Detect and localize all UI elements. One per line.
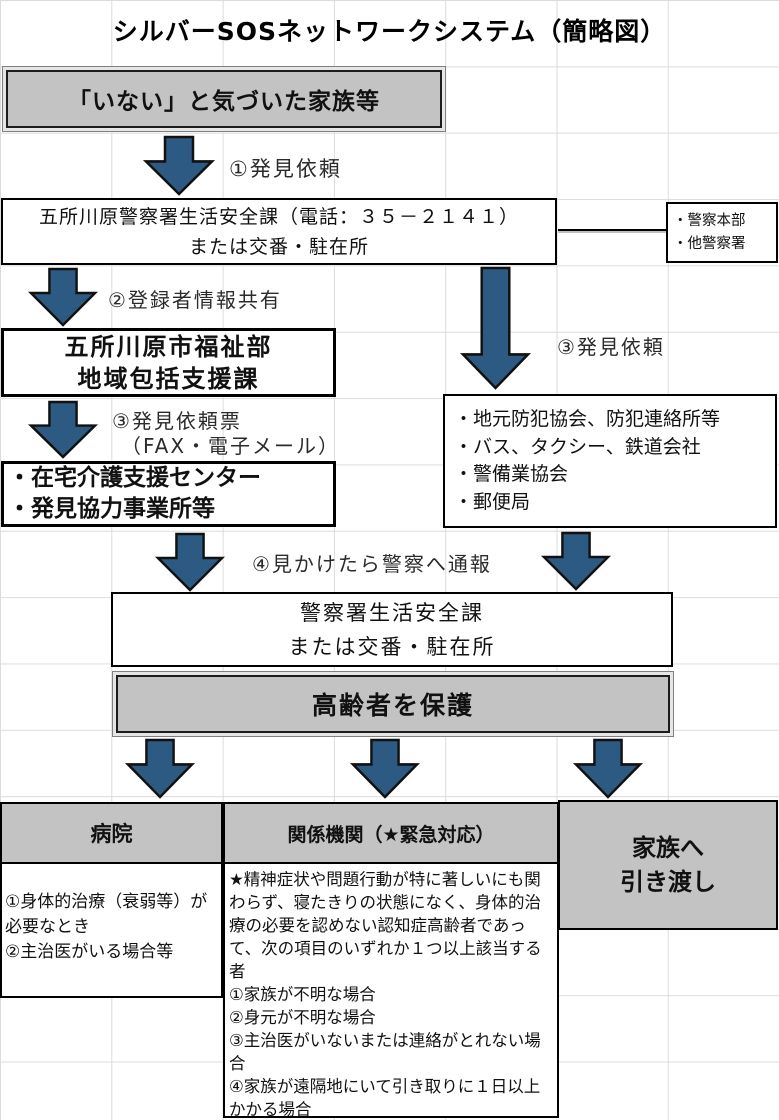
box-police-station: 五所川原警察署生活安全課（電話：３５－２１４１） または交番・駐在所 xyxy=(1,198,557,265)
box-hospital-body: ①身体的治療（衰弱等）が必要なとき ②主治医がいる場合等 xyxy=(2,864,221,965)
police-station2-line2: または交番・駐在所 xyxy=(288,634,496,659)
box-hospital-title: 病院 xyxy=(2,804,221,864)
cooperators-item: ・郵便局 xyxy=(454,490,531,513)
box-related-orgs-body: ★精神症状や問題行動が特に著しいにも関わらず、寝たきりの状態になく、身体的治療の… xyxy=(225,864,557,1120)
box-protect-elderly: 高齢者を保護 xyxy=(112,671,674,737)
down-arrow-icon xyxy=(27,400,99,459)
down-arrow-icon xyxy=(27,267,99,327)
label-step3-left-line2: （FAX・電子メール） xyxy=(121,434,341,458)
city-welfare-line2: 地域包括支援課 xyxy=(77,364,260,393)
hospital-item: ②主治医がいる場合等 xyxy=(5,942,174,962)
box-related-orgs-title: 関係機関（★緊急対応） xyxy=(225,804,557,864)
family-handover-line1: 家族へ xyxy=(632,834,704,862)
city-welfare-line1: 五所川原市福祉部 xyxy=(64,332,273,361)
police-related-item: ・警察本部 xyxy=(673,212,746,229)
box-family-noticed-label: 「いない」と気づいた家族等 xyxy=(6,70,442,128)
care-centers-item: ・在宅介護支援センター xyxy=(8,465,261,491)
box-protect-elderly-label: 高齢者を保護 xyxy=(116,675,670,733)
label-step2: ②登録者情報共有 xyxy=(108,288,282,312)
box-police-related: ・警察本部 ・他警察署 xyxy=(666,202,778,263)
down-arrow-icon xyxy=(572,738,644,799)
down-arrow-icon xyxy=(349,738,421,799)
box-hospital: 病院 ①身体的治療（衰弱等）が必要なとき ②主治医がいる場合等 xyxy=(0,802,223,998)
related-orgs-item: ①家族が不明な場合 xyxy=(229,985,376,1004)
down-arrow-long-icon xyxy=(460,266,531,390)
down-arrow-icon xyxy=(154,532,226,592)
label-step3-left-line1: ③発見依頼票 xyxy=(112,409,242,433)
cooperators-item: ・警備業協会 xyxy=(454,463,569,485)
cooperators-item: ・地元防犯協会、防犯連絡所等 xyxy=(454,408,721,430)
box-city-welfare: 五所川原市福祉部 地域包括支援課 xyxy=(1,328,336,397)
cooperators-item: ・バス、タクシー、鉄道会社 xyxy=(454,435,701,458)
down-arrow-icon xyxy=(540,531,612,591)
box-cooperators: ・地元防犯協会、防犯連絡所等 ・バス、タクシー、鉄道会社 ・警備業協会 ・郵便局 xyxy=(443,394,777,528)
police-station2-line1: 警察署生活安全課 xyxy=(300,600,484,625)
police-station-line1: 五所川原警察署生活安全課（電話：３５－２１４１） xyxy=(38,205,519,228)
down-arrow-icon xyxy=(124,738,196,799)
care-centers-item: ・発見協力事業所等 xyxy=(8,496,215,522)
box-care-centers: ・在宅介護支援センター ・発見協力事業所等 xyxy=(1,461,336,527)
related-orgs-note: ★精神症状や問題行動が特に著しいにも関わらず、寝たきりの状態になく、身体的治療の… xyxy=(229,870,542,981)
hospital-item: ①身体的治療（衰弱等）が必要なとき xyxy=(5,892,208,937)
related-orgs-item: ③主治医がいないまたは連絡がとれない場合 xyxy=(229,1031,541,1073)
box-related-orgs: 関係機関（★緊急対応） ★精神症状や問題行動が特に著しいにも関わらず、寝たきりの… xyxy=(223,802,559,1120)
related-orgs-item: ②身元が不明な場合 xyxy=(229,1008,376,1027)
box-family-handover: 家族へ 引き渡し xyxy=(558,800,778,930)
family-handover-line2: 引き渡し xyxy=(620,868,716,896)
related-orgs-item: ④家族が遠隔地にいて引き取りに１日以上かかる場合 xyxy=(229,1077,541,1119)
connector-line xyxy=(558,229,666,231)
label-step1: ①発見依頼 xyxy=(229,157,342,181)
label-step4: ④見かけたら警察へ通報 xyxy=(252,552,492,576)
box-family-noticed: 「いない」と気づいた家族等 xyxy=(2,66,446,132)
police-related-item: ・他警察署 xyxy=(673,235,746,252)
box-police-station2: 警察署生活安全課 または交番・駐在所 xyxy=(111,592,673,667)
page-title: シルバーSOSネットワークシステム（簡略図） xyxy=(112,17,667,46)
police-station-line2: または交番・駐在所 xyxy=(188,235,369,258)
down-arrow-icon xyxy=(142,135,216,196)
label-step3-right: ③発見依頼 xyxy=(557,335,665,359)
